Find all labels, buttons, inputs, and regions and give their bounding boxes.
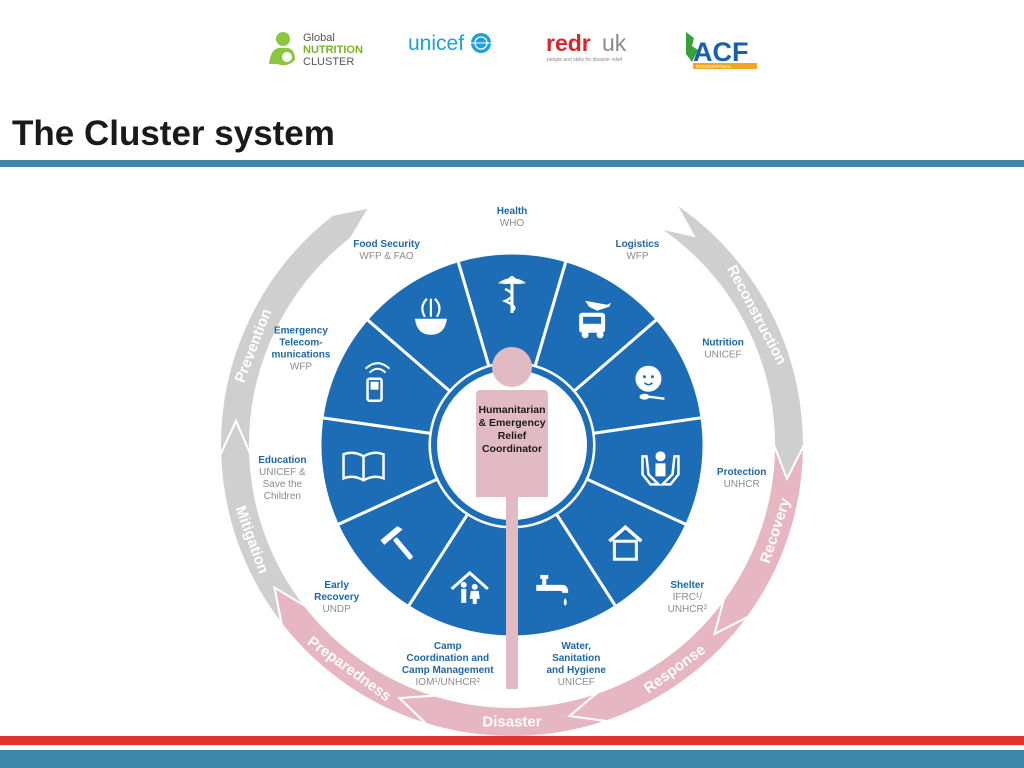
cluster-labels: HealthWHOLogisticsWFPNutritionUNICEFProt… — [258, 206, 766, 688]
mobile-phone-icon — [364, 362, 391, 402]
prevention-arrow — [219, 206, 372, 456]
coordinator-head — [492, 347, 532, 387]
svg-text:Global: Global — [303, 32, 335, 44]
preparedness-arrow — [273, 585, 436, 726]
redr-uk-logo: redr uk people and skills for disaster r… — [546, 30, 627, 63]
cluster-lead: UNICEF & — [259, 467, 306, 478]
cluster-name: Early — [324, 580, 349, 591]
cluster-name: Food Security — [353, 239, 420, 250]
footer-blue-rule — [0, 750, 1024, 768]
acf-logo: ACF INTERNATIONAL — [686, 32, 757, 69]
wheel-segment — [320, 317, 453, 436]
family-shelter-icon — [450, 570, 489, 604]
hammer-icon — [380, 526, 413, 560]
cluster-lead: WFP — [626, 251, 649, 262]
coordinator-label: Coordinator — [482, 443, 542, 455]
reconstruction-arrow — [657, 202, 806, 482]
cluster-lead: UNDP — [322, 604, 351, 615]
footer-red-rule — [0, 736, 1024, 745]
cluster-name: Education — [258, 455, 306, 466]
baby-spoon-icon — [635, 365, 665, 400]
global-nutrition-cluster-logo: Global NUTRITION CLUSTER — [269, 32, 363, 68]
cluster-name: Coordination and — [406, 653, 489, 664]
cluster-lead: IOM¹/UNHCR² — [416, 677, 481, 688]
svg-text:INTERNATIONAL: INTERNATIONAL — [696, 64, 732, 69]
cluster-icons — [342, 276, 680, 606]
preparedness-label: Preparedness — [304, 633, 394, 705]
caduceus-icon — [498, 276, 526, 313]
truck-plane-icon — [579, 300, 612, 339]
cluster-name: Recovery — [314, 592, 359, 603]
cluster-lead: WFP — [290, 362, 313, 373]
disaster-label: Disaster — [482, 714, 541, 731]
svg-text:unicef: unicef — [408, 32, 464, 55]
cluster-name: munications — [272, 350, 331, 361]
cluster-name: Emergency — [274, 326, 328, 337]
coordinator-stem-front — [506, 497, 518, 689]
cluster-name: Sanitation — [552, 653, 600, 664]
recovery-arrow — [713, 444, 805, 636]
cluster-name: Shelter — [670, 580, 704, 591]
wheel-segment — [406, 511, 514, 639]
water-tap-icon — [536, 574, 569, 606]
coordinator-label: & Emergency — [478, 417, 545, 429]
title-divider — [0, 160, 1024, 167]
partner-logos: Global NUTRITION CLUSTER unicef redr uk … — [0, 0, 1024, 95]
cluster-lead: UNHCR — [724, 479, 760, 490]
cluster-lead: IFRC¹/ — [673, 592, 703, 603]
cluster-name: Camp Management — [402, 665, 494, 676]
cluster-lead: UNHCR² — [668, 604, 708, 615]
coordinator-label: Relief — [498, 430, 527, 442]
response-arrow — [567, 598, 750, 723]
protecting-hands-icon — [641, 451, 680, 486]
cluster-name: Camp — [434, 641, 462, 652]
cluster-name: Nutrition — [702, 338, 744, 349]
house-icon — [608, 524, 643, 561]
wheel-segment — [584, 415, 706, 527]
page-title: The Cluster system — [12, 114, 335, 153]
cluster-lead: UNICEF — [558, 677, 595, 688]
cluster-lead: UNICEF — [704, 350, 741, 361]
svg-text:redr: redr — [546, 30, 591, 56]
svg-text:uk: uk — [602, 30, 627, 56]
mitigation-arrow — [219, 418, 307, 626]
cluster-name: Water, — [561, 641, 591, 652]
wheel-segment — [318, 415, 440, 527]
cluster-name: and Hygiene — [547, 665, 607, 676]
cluster-lead: Save the — [263, 479, 303, 490]
cluster-lead: Children — [264, 491, 301, 502]
unicef-logo: unicef — [408, 32, 491, 55]
cluster-name: Protection — [717, 467, 766, 478]
coordinator-body — [476, 390, 548, 497]
cluster-name: Telecom- — [279, 338, 322, 349]
svg-text:people and skills for disaster: people and skills for disaster relief — [547, 57, 623, 63]
svg-text:NUTRITION: NUTRITION — [303, 44, 363, 56]
book-icon — [342, 451, 385, 482]
svg-text:ACF: ACF — [693, 37, 749, 67]
wheel-segment — [554, 477, 689, 609]
svg-text:CLUSTER: CLUSTER — [303, 56, 354, 68]
cluster-name: Logistics — [615, 239, 659, 250]
cluster-lead: WFP & FAO — [359, 251, 413, 262]
cluster-name: Health — [497, 206, 528, 217]
cluster-lead: WHO — [500, 218, 525, 229]
food-bowl-icon — [414, 298, 447, 335]
coordinator-label: Humanitarian — [478, 404, 545, 416]
